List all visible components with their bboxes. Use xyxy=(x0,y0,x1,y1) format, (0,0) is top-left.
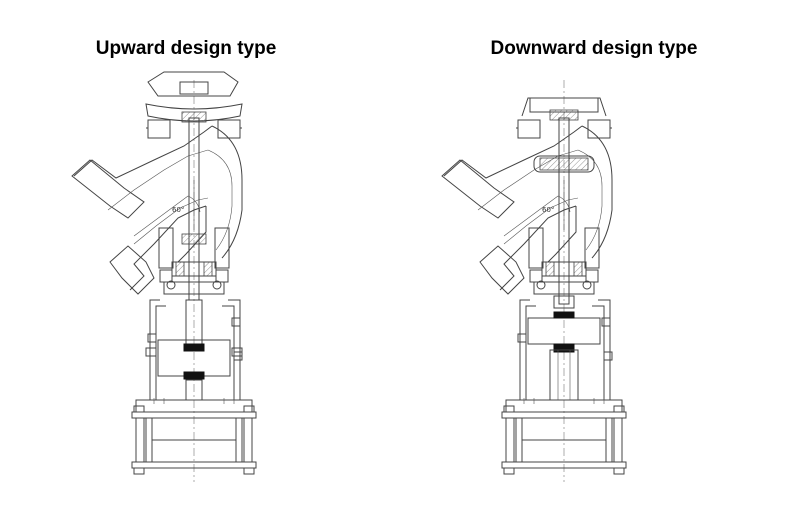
downward-design-title: Downward design type xyxy=(490,38,698,59)
upward-valve-drawing: 60° xyxy=(71,71,257,482)
downward-valve-drawing: 60° xyxy=(441,80,627,482)
angle-label-downward: 60° xyxy=(542,206,554,214)
angle-label-upward: 60° xyxy=(172,206,184,214)
upward-design-title: Upward design type xyxy=(95,38,277,59)
